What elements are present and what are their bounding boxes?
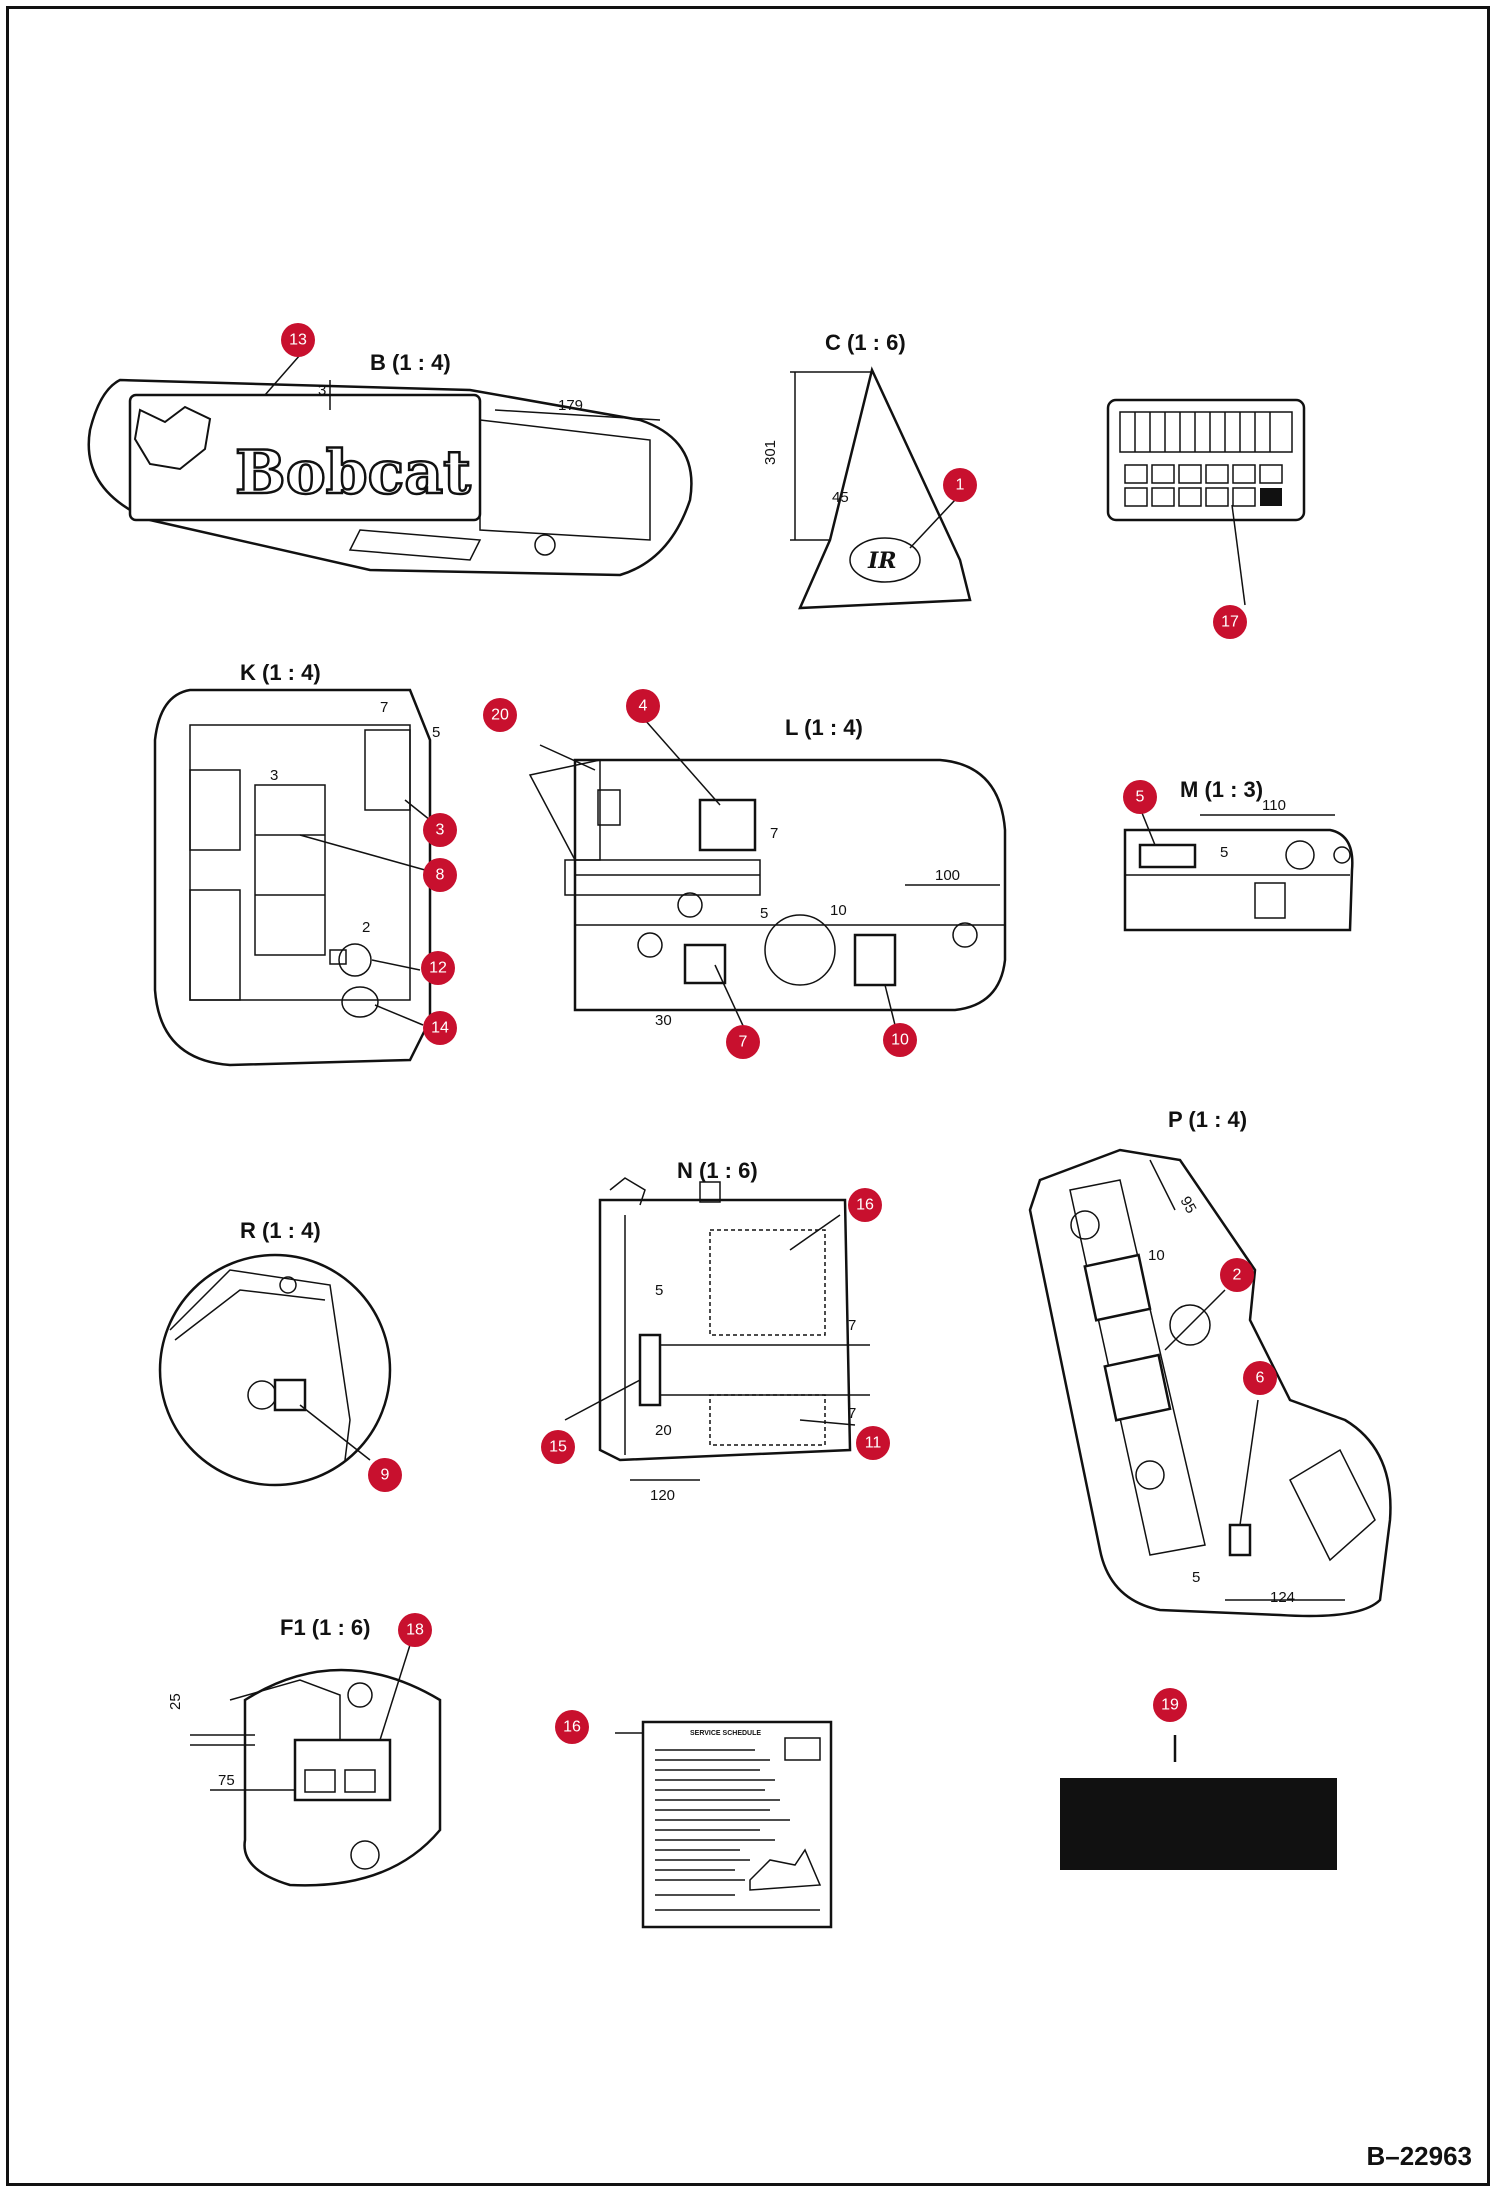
svg-text:1: 1 — [956, 477, 965, 494]
view-b: B (1 : 4) Bobcat 3 179 13 — [87, 323, 693, 577]
view-c: C (1 : 6) 301 45 IR 1 — [762, 330, 977, 610]
ir-logo: IR — [867, 548, 897, 574]
dim-l-30: 30 — [655, 1012, 672, 1029]
callout-14 — [423, 1011, 457, 1045]
callout-16-n — [848, 1188, 882, 1222]
svg-text:17: 17 — [1221, 614, 1239, 631]
svg-text:9: 9 — [381, 1467, 390, 1484]
svg-text:6: 6 — [1256, 1370, 1265, 1387]
dim-p-124: 124 — [1270, 1589, 1295, 1606]
svg-text:16: 16 — [563, 1719, 581, 1736]
view-m: M (1 : 3) 110 5 5 — [1123, 777, 1354, 932]
callout-16 — [555, 1710, 589, 1744]
dim-n-7a: 7 — [848, 1317, 856, 1334]
svg-text:4: 4 — [639, 698, 648, 715]
svg-text:10: 10 — [891, 1032, 909, 1049]
view-label-b: B (1 : 4) — [370, 350, 451, 375]
dim-n-5: 5 — [655, 1282, 663, 1299]
view-n: N (1 : 6) 5 7 7 20 120 16 15 11 — [541, 1158, 890, 1504]
dim-n-20: 20 — [655, 1422, 672, 1439]
view-label-m: M (1 : 3) — [1180, 777, 1263, 802]
callout-3 — [423, 813, 457, 847]
service-schedule-title: SERVICE SCHEDULE — [690, 1730, 761, 1737]
view-label-n: N (1 : 6) — [677, 1158, 758, 1183]
dim-l-100: 100 — [935, 867, 960, 884]
dim-m-110: 110 — [1262, 797, 1286, 814]
callout-13 — [281, 323, 315, 357]
svg-text:19: 19 — [1161, 1697, 1179, 1714]
view-f1: F1 (1 : 6) 25 75 18 — [167, 1613, 442, 1887]
callout-5 — [1123, 780, 1157, 814]
dim-k-2: 2 — [362, 919, 370, 936]
callout-17 — [1213, 605, 1247, 639]
view-k: K (1 : 4) 7 5 3 2 3 8 12 14 — [153, 660, 457, 1067]
callout-15 — [541, 1430, 575, 1464]
decal-17: 17 — [1106, 398, 1306, 639]
dim-n-120: 120 — [650, 1487, 675, 1504]
view-label-p: P (1 : 4) — [1168, 1107, 1247, 1132]
dim-k-3: 3 — [270, 767, 278, 784]
dim-p-5: 5 — [1192, 1569, 1200, 1586]
black-decal — [1060, 1778, 1337, 1870]
callout-18 — [398, 1613, 432, 1647]
drawing-frame — [6, 6, 1490, 2186]
decal-19: 19 — [1060, 1688, 1337, 1870]
callout-7 — [726, 1025, 760, 1059]
svg-text:14: 14 — [431, 1020, 449, 1037]
svg-text:15: 15 — [549, 1439, 567, 1456]
callout-20 — [483, 698, 517, 732]
callout-8 — [423, 858, 457, 892]
dim-c-301: 301 — [762, 440, 779, 465]
svg-text:11: 11 — [865, 1435, 882, 1452]
view-p: P (1 : 4) 95 10 5 124 2 6 — [1028, 1107, 1392, 1618]
view-l: L (1 : 4) 100 7 5 10 30 20 4 7 10 — [483, 689, 1007, 1059]
callout-12 — [421, 951, 455, 985]
dim-f1-75: 75 — [218, 1772, 235, 1789]
dim-l-10: 10 — [830, 902, 847, 919]
svg-text:8: 8 — [436, 867, 445, 884]
dim-l-7: 7 — [770, 825, 778, 842]
callout-11 — [856, 1426, 890, 1460]
view-label-r: R (1 : 4) — [240, 1218, 321, 1243]
service-schedule-decal: SERVICE SCHEDULE 16 — [555, 1710, 833, 1929]
document-number: B–22963 — [1366, 2141, 1472, 2171]
svg-text:20: 20 — [491, 707, 509, 724]
svg-text:5: 5 — [1136, 789, 1145, 806]
svg-text:2: 2 — [1233, 1267, 1242, 1284]
dim-b-179: 179 — [558, 397, 583, 414]
view-label-c: C (1 : 6) — [825, 330, 906, 355]
view-label-k: K (1 : 4) — [240, 660, 321, 685]
dim-b-3: 3 — [318, 382, 326, 399]
svg-text:18: 18 — [406, 1622, 424, 1639]
callout-6 — [1243, 1361, 1277, 1395]
dim-p-95: 95 — [1177, 1194, 1200, 1217]
dim-f1-25: 25 — [167, 1693, 184, 1710]
dim-p-10: 10 — [1148, 1247, 1165, 1264]
callout-19 — [1153, 1688, 1187, 1722]
bobcat-head-logo — [133, 405, 212, 471]
svg-text:16: 16 — [856, 1197, 874, 1214]
view-label-f1: F1 (1 : 6) — [280, 1615, 370, 1640]
callout-4 — [626, 689, 660, 723]
svg-text:12: 12 — [429, 960, 447, 977]
callout-1 — [943, 468, 977, 502]
dim-n-7b: 7 — [848, 1405, 856, 1422]
dim-c-45: 45 — [832, 489, 849, 506]
dim-m-5: 5 — [1220, 844, 1228, 861]
svg-text:7: 7 — [739, 1034, 748, 1051]
callout-2 — [1220, 1258, 1254, 1292]
dim-l-5: 5 — [760, 905, 768, 922]
callout-10 — [883, 1023, 917, 1057]
view-r: R (1 : 4) 9 — [158, 1218, 402, 1492]
svg-text:13: 13 — [289, 332, 307, 349]
bobcat-logo-text: Bobcat — [235, 438, 471, 508]
callout-9 — [368, 1458, 402, 1492]
svg-text:3: 3 — [436, 822, 445, 839]
dim-k-7: 7 — [380, 699, 388, 716]
view-label-l: L (1 : 4) — [785, 715, 863, 740]
dim-k-5: 5 — [432, 724, 440, 741]
